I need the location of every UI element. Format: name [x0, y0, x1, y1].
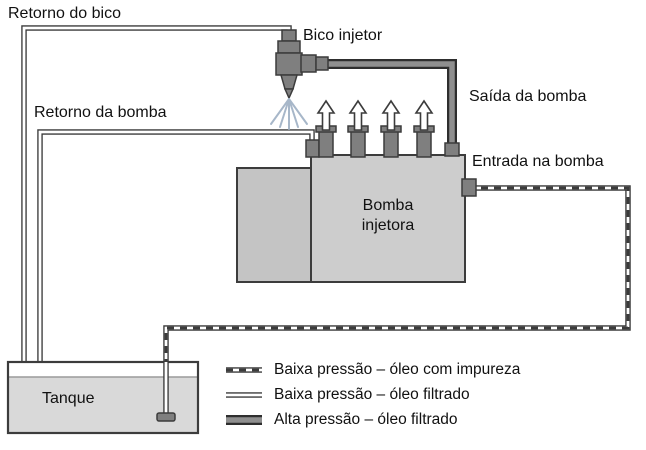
pipe-suction-impure-oil — [163, 185, 631, 364]
legend-symbol-impure-line-icon — [226, 366, 262, 373]
label-pump-inlet: Entrada na bomba — [472, 153, 604, 170]
legend: Baixa pressão – óleo com impureza Baixa … — [224, 357, 520, 432]
legend-item-impure: Baixa pressão – óleo com impureza — [224, 357, 520, 382]
tank-pickup-tube — [156, 362, 176, 422]
legend-label-impure: Baixa pressão – óleo com impureza — [274, 360, 521, 378]
spray-icon — [270, 98, 308, 130]
pump-inlet-fitting — [461, 178, 477, 197]
legend-symbol-highpressure-bar-icon — [226, 414, 262, 425]
label-nozzle-return: Retorno do bico — [8, 5, 121, 22]
pipe-high-pressure — [314, 59, 457, 152]
injector-nozzle — [270, 29, 329, 130]
legend-label-high-pressure: Alta pressão – óleo filtrado — [274, 410, 458, 428]
flow-arrow-icons — [316, 99, 434, 131]
label-injection-pump: Bomba injetora — [361, 197, 415, 234]
injection-pump — [236, 125, 477, 283]
governor-box — [236, 167, 312, 283]
label-tank: Tanque — [42, 390, 95, 407]
legend-label-filtered-low: Baixa pressão – óleo filtrado — [274, 385, 470, 403]
legend-symbol-filtered-line-icon — [226, 391, 262, 398]
label-pump-outlet: Saída da bomba — [469, 88, 587, 105]
legend-item-high-pressure: Alta pressão – óleo filtrado — [224, 407, 520, 432]
tank — [6, 360, 200, 435]
label-injector: Bico injetor — [303, 27, 383, 44]
label-pump-return: Retorno da bomba — [34, 104, 167, 121]
legend-item-filtered-low: Baixa pressão – óleo filtrado — [224, 382, 520, 407]
